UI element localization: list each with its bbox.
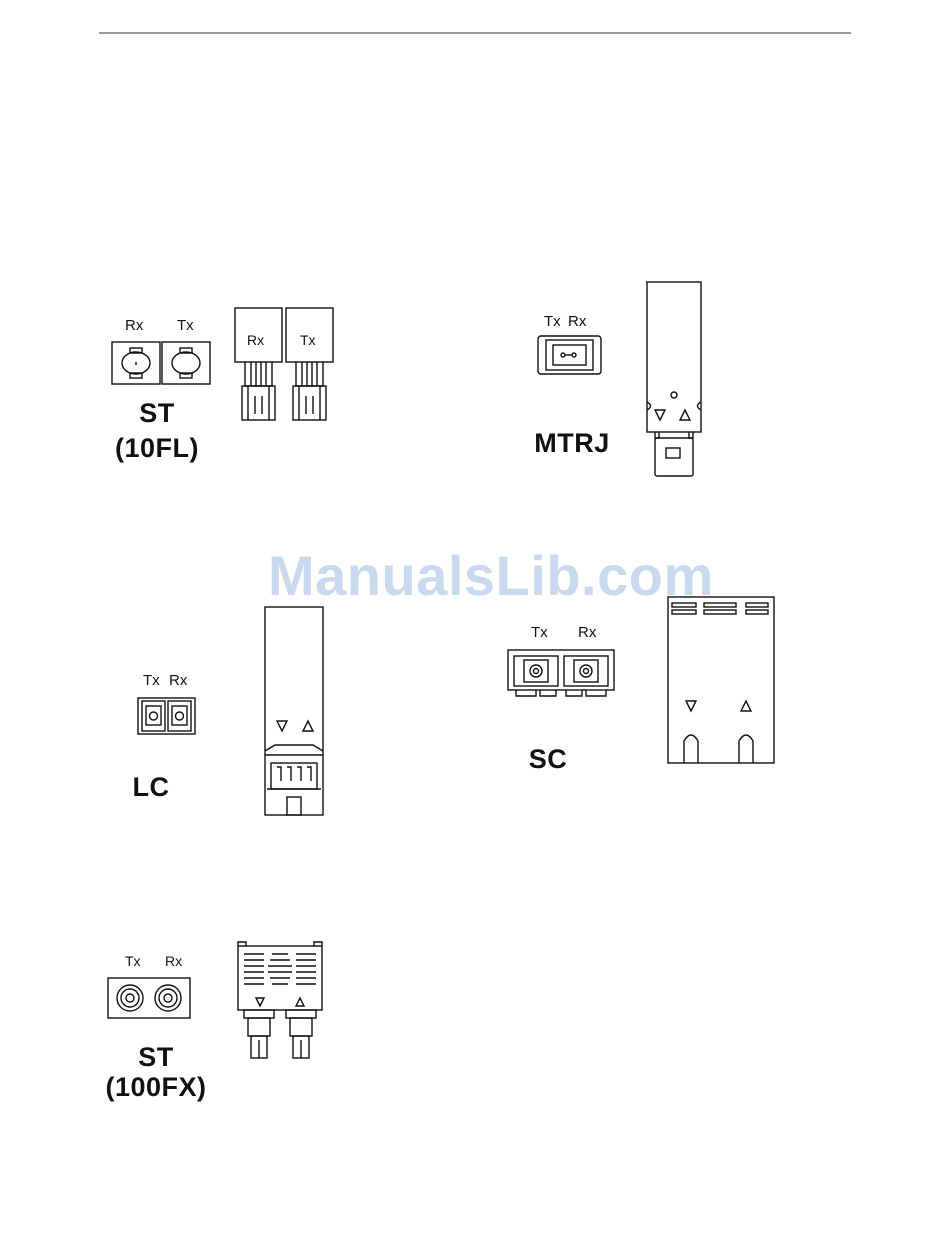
mtrj-port-icon bbox=[536, 334, 604, 376]
sc-title: SC bbox=[519, 744, 577, 775]
header-rule bbox=[99, 32, 851, 34]
sc-port-label-rx: Rx bbox=[578, 624, 596, 641]
lc-port-label-tx: Tx bbox=[143, 672, 160, 689]
lc-port-label-rx: Rx bbox=[169, 672, 187, 689]
mtrj-module-icon bbox=[644, 280, 706, 480]
st10fl-module-label-tx: Tx bbox=[300, 332, 316, 348]
sfp-module-icon bbox=[263, 605, 327, 819]
watermark: ManualsLib.com bbox=[268, 543, 714, 608]
st-module-icon: Rx Tx bbox=[233, 306, 337, 424]
st100fx-port-icon bbox=[106, 976, 194, 1022]
st10fl-title-line1: ST bbox=[108, 398, 206, 429]
sc-port-icon bbox=[506, 648, 618, 700]
st10fl-title-line2: (10FL) bbox=[103, 433, 211, 464]
mtrj-port-label-rx: Rx bbox=[568, 313, 586, 330]
st100fx-port-label-rx: Rx bbox=[165, 953, 182, 969]
st100fx-module-icon bbox=[234, 942, 328, 1066]
mtrj-title: MTRJ bbox=[530, 428, 614, 459]
st100fx-port-label-tx: Tx bbox=[125, 953, 141, 969]
st10fl-module-label-rx: Rx bbox=[247, 332, 264, 348]
mtrj-port-label-tx: Tx bbox=[544, 313, 561, 330]
sc-module-icon bbox=[666, 595, 778, 767]
st-port-icon bbox=[110, 340, 214, 386]
st100fx-title-line1: ST bbox=[108, 1042, 204, 1073]
lc-port-icon bbox=[136, 696, 198, 738]
lc-title: LC bbox=[124, 772, 178, 803]
st100fx-title-line2: (100FX) bbox=[100, 1072, 212, 1103]
st10fl-port-label-rx: Rx bbox=[125, 317, 143, 334]
st10fl-port-label-tx: Tx bbox=[177, 317, 194, 334]
sc-port-label-tx: Tx bbox=[531, 624, 548, 641]
